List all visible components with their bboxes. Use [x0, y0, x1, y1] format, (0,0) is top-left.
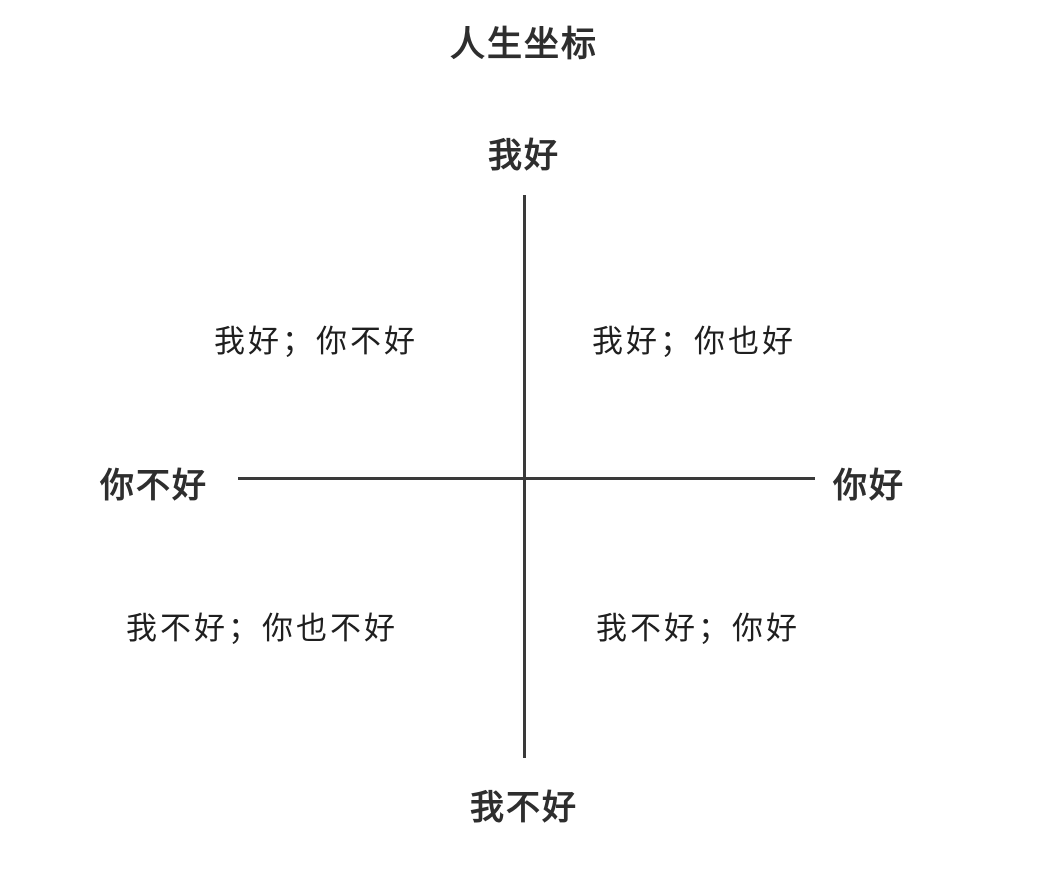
quadrant-label-bottom-right: 我不好；你好	[596, 611, 800, 647]
quadrant-label-top-right: 我好；你也好	[592, 324, 796, 360]
chart-title: 人生坐标	[449, 25, 598, 64]
horizontal-axis-line	[238, 477, 815, 480]
quadrant-label-bottom-left: 我不好；你也不好	[126, 611, 398, 647]
axis-label-bottom: 我不好	[470, 789, 578, 827]
axis-label-right: 你好	[833, 467, 905, 505]
quadrant-label-top-left: 我好；你不好	[214, 324, 418, 360]
axis-label-top: 我好	[488, 137, 560, 175]
axis-label-left: 你不好	[100, 467, 208, 505]
vertical-axis-line	[523, 195, 526, 758]
